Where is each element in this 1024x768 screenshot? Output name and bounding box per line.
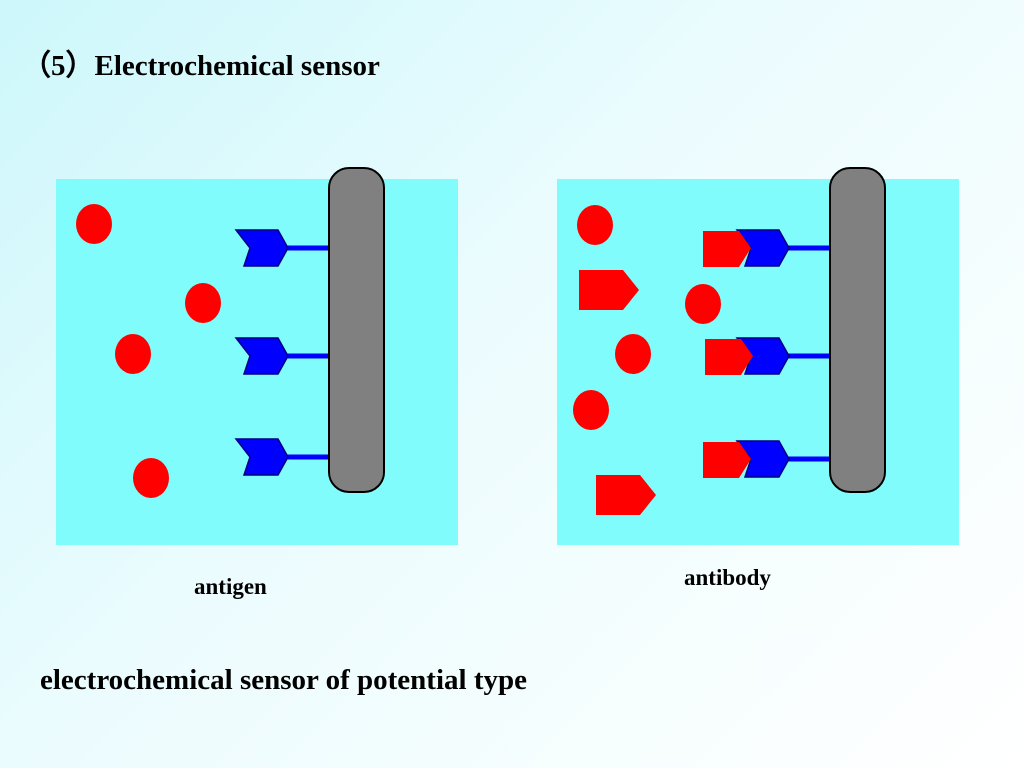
panel-bound: [557, 165, 959, 545]
free-antigens: [573, 205, 721, 515]
panel-unbound: [56, 165, 458, 545]
label-antigen: antigen: [194, 574, 267, 599]
slide-caption: electrochemical sensor of potential type: [40, 664, 527, 696]
bound-antigen-icon: [703, 229, 833, 267]
electrode-icon: [328, 167, 385, 493]
antigen-dot-icon: [615, 334, 651, 374]
antigen-dot-icon: [115, 334, 151, 374]
free-antigens: [76, 204, 221, 498]
electrode-icon: [829, 167, 886, 493]
antigen-pentagon-icon: [596, 475, 656, 515]
unbound-diagram: [56, 167, 458, 545]
antigen-dot-icon: [133, 458, 169, 498]
bound-complexes: [703, 229, 833, 478]
bound-antigen-icon: [703, 440, 833, 478]
antigen-dot-icon: [76, 204, 112, 244]
label-antibody: antibody: [684, 565, 771, 590]
antibody-receptors: [234, 229, 332, 476]
bound-diagram: [557, 167, 959, 545]
antibody-receptor-icon: [234, 229, 332, 267]
antigen-dot-icon: [577, 205, 613, 245]
slide-title: （5）Electrochemical sensor: [22, 50, 380, 82]
bound-antigen-icon: [705, 337, 833, 375]
antigen-dot-icon: [573, 390, 609, 430]
antibody-receptor-icon: [234, 438, 332, 476]
antibody-receptor-icon: [234, 337, 332, 375]
antigen-dot-icon: [685, 284, 721, 324]
antigen-dot-icon: [185, 283, 221, 323]
antigen-pentagon-icon: [579, 270, 639, 310]
